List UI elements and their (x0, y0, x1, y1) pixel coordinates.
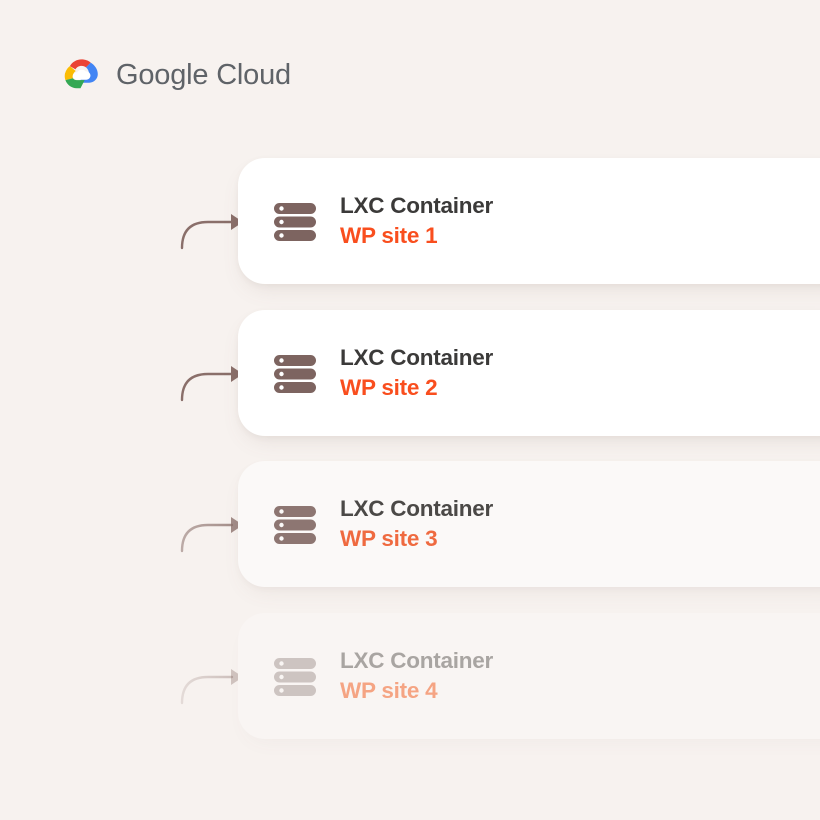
server-stack-icon (274, 658, 316, 696)
server-stack-icon (274, 355, 316, 393)
card-title: LXC Container (340, 344, 494, 370)
card-title: LXC Container (340, 495, 494, 521)
lxc-container-card[interactable]: LXC Container WP site 1 (238, 158, 820, 284)
card-subtitle: WP site 3 (340, 525, 438, 551)
google-cloud-wordmark: Google Cloud (116, 58, 291, 91)
lxc-container-card[interactable]: LXC Container WP site 4 (238, 613, 820, 739)
tree-branch-2 (180, 372, 234, 402)
lxc-container-card[interactable]: LXC Container WP site 2 (238, 310, 820, 436)
lxc-container-card[interactable]: LXC Container WP site 3 (238, 461, 820, 587)
card-text-block: LXC Container WP site 4 (340, 648, 493, 704)
server-stack-icon (274, 203, 316, 241)
card-title: LXC Container (340, 647, 494, 673)
brand-name-google: Google (116, 58, 209, 91)
card-text-block: LXC Container WP site 2 (340, 345, 493, 401)
tree-branch-4 (180, 675, 234, 705)
card-subtitle: WP site 2 (340, 374, 438, 400)
google-cloud-logo-icon (64, 59, 98, 89)
google-cloud-logo: Google Cloud (60, 54, 291, 96)
tree-branch-3 (180, 523, 234, 553)
card-subtitle: WP site 1 (340, 222, 438, 248)
card-text-block: LXC Container WP site 1 (340, 193, 493, 249)
card-title: LXC Container (340, 192, 494, 218)
server-stack-icon (274, 506, 316, 544)
tree-branch-1 (180, 220, 234, 250)
card-text-block: LXC Container WP site 3 (340, 496, 493, 552)
card-subtitle: WP site 4 (340, 677, 438, 703)
brand-name-cloud: Cloud (216, 58, 291, 91)
